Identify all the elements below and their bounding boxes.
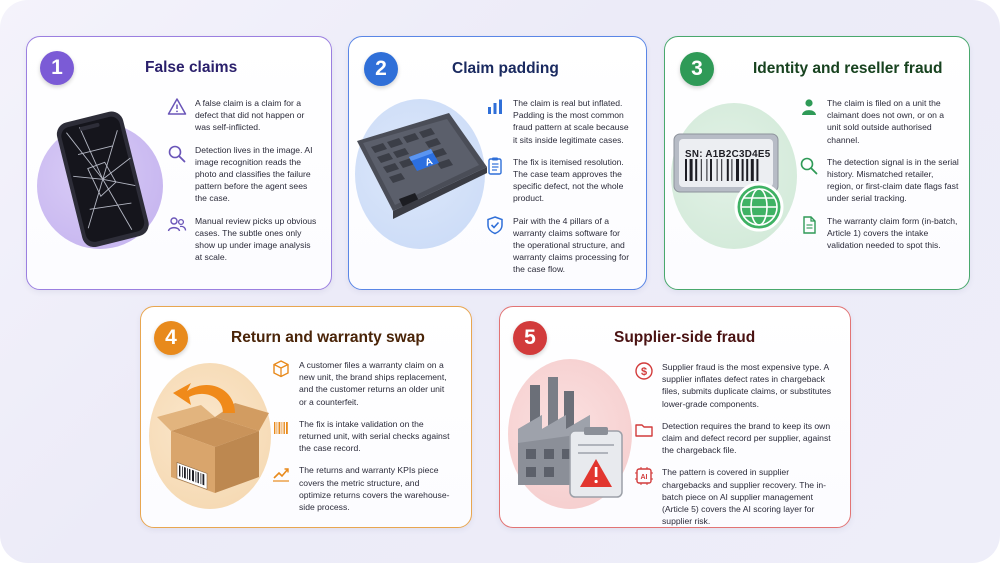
- card-identity-reseller-fraud: 3 Identity and reseller fraud SN: A1B2C3…: [664, 36, 970, 290]
- serial-number-text: SN: A1B2C3D4E5: [685, 149, 771, 160]
- list-item: Manual review picks up obvious cases. Th…: [167, 215, 319, 264]
- list-item: AI The pattern is covered in supplier ch…: [634, 466, 834, 527]
- globe-icon: [734, 182, 784, 232]
- factory-alert-icon: [518, 377, 623, 498]
- list-item: The warranty claim form (in-batch, Artic…: [799, 215, 959, 252]
- card-items: The claim is filed on a unit the claiman…: [799, 97, 959, 261]
- svg-text:$: $: [641, 366, 647, 378]
- card-claim-padding: 2 Claim padding A The claim is real but …: [348, 36, 647, 290]
- card-number-badge: 1: [40, 51, 74, 85]
- folder-icon: [635, 424, 653, 437]
- svg-text:AI: AI: [641, 474, 648, 481]
- card-items: $ Supplier fraud is the most expensive t…: [634, 361, 834, 527]
- laptop-keyboard-icon: [357, 113, 487, 219]
- card-items: The claim is real but inflated. Padding …: [485, 97, 631, 286]
- list-item: Detection lives in the image. AI image r…: [167, 144, 319, 205]
- list-item: A customer files a warranty claim on a n…: [271, 359, 453, 408]
- card-title: False claims: [145, 59, 238, 76]
- list-item: The returns and warranty KPIs piece cove…: [271, 464, 453, 513]
- return-box-icon: [157, 383, 269, 493]
- warning-icon: [167, 98, 187, 115]
- card-title: Return and warranty swap: [231, 329, 425, 346]
- card-supplier-side-fraud: 5 Supplier-side fraud $ Supplier fraud i…: [499, 306, 851, 528]
- cracked-phone-icon: [56, 111, 149, 248]
- list-item: The detection signal is in the serial hi…: [799, 156, 959, 205]
- card-title: Identity and reseller fraud: [753, 60, 943, 77]
- card-title: Claim padding: [452, 60, 559, 77]
- card-return-warranty-swap: 4 Return and warranty swap A customer fi…: [140, 306, 472, 528]
- bar-chart-icon: [488, 99, 502, 114]
- card-false-claims: 1 False claims A false claim is a claim …: [26, 36, 332, 290]
- list-item: A false claim is a claim for a defect th…: [167, 97, 319, 134]
- card-number-badge: 4: [154, 321, 188, 355]
- list-item: Detection requires the brand to keep its…: [634, 420, 834, 457]
- list-item: The claim is real but inflated. Padding …: [485, 97, 631, 146]
- card-number-badge: 2: [364, 52, 398, 86]
- people-icon: [167, 216, 187, 231]
- card-number-badge: 3: [680, 52, 714, 86]
- card-number-badge: 5: [513, 321, 547, 355]
- card-items: A customer files a warranty claim on a n…: [271, 359, 453, 523]
- document-icon: [803, 215, 816, 234]
- package-icon: [273, 360, 289, 378]
- barcode-icon: [274, 421, 288, 434]
- list-item: The fix is intake validation on the retu…: [271, 418, 453, 455]
- trend-chart-icon: [273, 468, 289, 483]
- list-item: The claim is filed on a unit the claiman…: [799, 97, 959, 146]
- magnifier-icon: [168, 145, 186, 163]
- list-item: Pair with the 4 pillars of a warranty cl…: [485, 215, 631, 276]
- list-item: $ Supplier fraud is the most expensive t…: [634, 361, 834, 410]
- clipboard-list-icon: [488, 157, 502, 175]
- magnifier-icon: [800, 157, 818, 175]
- card-items: A false claim is a claim for a defect th…: [167, 97, 319, 273]
- card-title: Supplier-side fraud: [614, 329, 756, 346]
- serial-label-tag: [673, 133, 779, 193]
- shield-check-icon: [487, 215, 503, 234]
- ai-chip-icon: AI: [635, 467, 653, 486]
- list-item: The fix is itemised resolution. The case…: [485, 156, 631, 205]
- dollar-icon: $: [635, 362, 653, 380]
- person-icon: [802, 99, 816, 115]
